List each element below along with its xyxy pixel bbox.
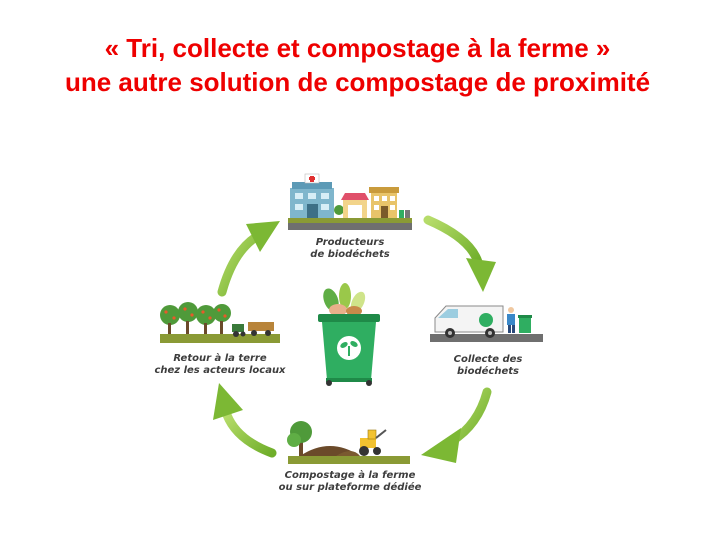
step-return-line-1: Retour à la terre <box>173 353 267 364</box>
step-composting-caption: Compostage à la ferme ou sur plateforme … <box>270 470 430 494</box>
farm-tractor-icon <box>287 421 410 464</box>
collection-truck-icon <box>430 305 543 342</box>
arrow-left-top <box>217 221 280 297</box>
title-line-1: « Tri, collecte et compostage à la ferme… <box>104 33 611 63</box>
step-producers-line-1: Producteurs <box>315 237 385 248</box>
step-collection-line-1: Collecte des <box>453 354 523 365</box>
step-composting-line-2: ou sur plateforme dédiée <box>278 482 422 493</box>
arrow-bottom-left <box>213 383 277 458</box>
compost-bin-icon <box>318 283 380 386</box>
orchard-icon <box>160 302 280 343</box>
step-collection-line-2: biodéchets <box>457 366 519 377</box>
arrow-right-bottom <box>421 387 492 463</box>
step-producers-caption: Producteurs de biodéchets <box>290 237 410 261</box>
step-composting-line-1: Compostage à la ferme <box>284 470 416 481</box>
step-collection-caption: Collecte des biodéchets <box>432 354 544 378</box>
buildings-icon <box>288 173 412 230</box>
title-line-2: une autre solution de compostage de prox… <box>64 67 651 97</box>
step-return-caption: Retour à la terre chez les acteurs locau… <box>148 353 292 377</box>
step-producers-line-2: de biodéchets <box>310 249 390 260</box>
step-return-line-2: chez les acteurs locaux <box>154 365 286 376</box>
arrow-top-right <box>423 215 496 292</box>
